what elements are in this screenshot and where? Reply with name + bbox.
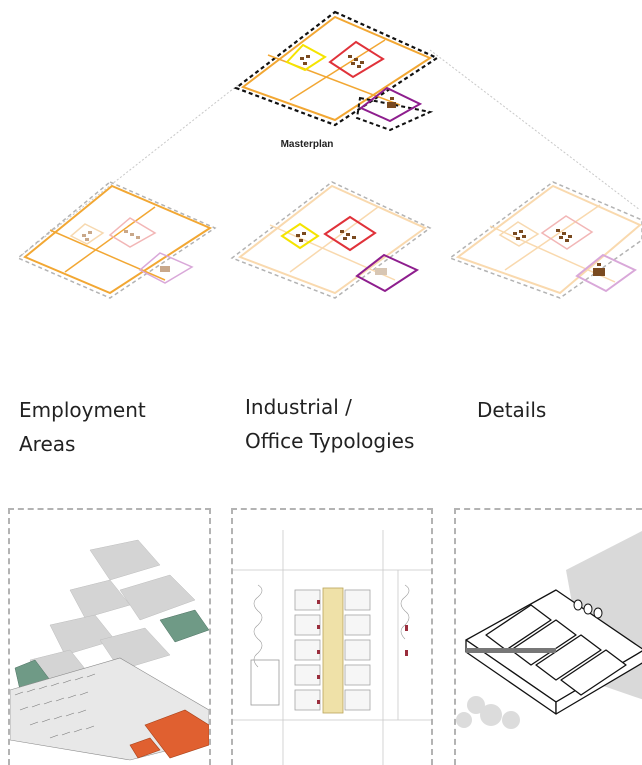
column-label-typologies: Industrial / Office Typologies xyxy=(245,390,414,458)
typology-plan-image xyxy=(233,530,431,765)
details-axonometric-image xyxy=(456,531,642,729)
typologies-panel xyxy=(231,508,433,765)
connector-lines xyxy=(17,49,641,259)
employment-aerial-image xyxy=(10,539,209,761)
masterplan-label: Masterplan xyxy=(280,139,334,150)
masterplan-diagram xyxy=(16,10,642,299)
column-label-line2: Areas xyxy=(19,432,76,456)
column-label-line2: Office Typologies xyxy=(245,429,415,453)
employment-areas-diagram xyxy=(16,181,217,299)
details-diagram xyxy=(448,181,642,299)
column-label-employment: Employment Areas xyxy=(19,393,146,461)
column-label-line1: Details xyxy=(477,398,547,422)
industrial-typologies-diagram xyxy=(230,181,432,299)
column-label-line1: Industrial / xyxy=(245,395,352,419)
masterplan-drawing xyxy=(233,10,440,132)
details-panel xyxy=(454,508,642,765)
column-label-line1: Employment xyxy=(19,398,146,422)
employment-areas-panel xyxy=(8,508,211,765)
column-label-details: Details xyxy=(477,393,546,427)
